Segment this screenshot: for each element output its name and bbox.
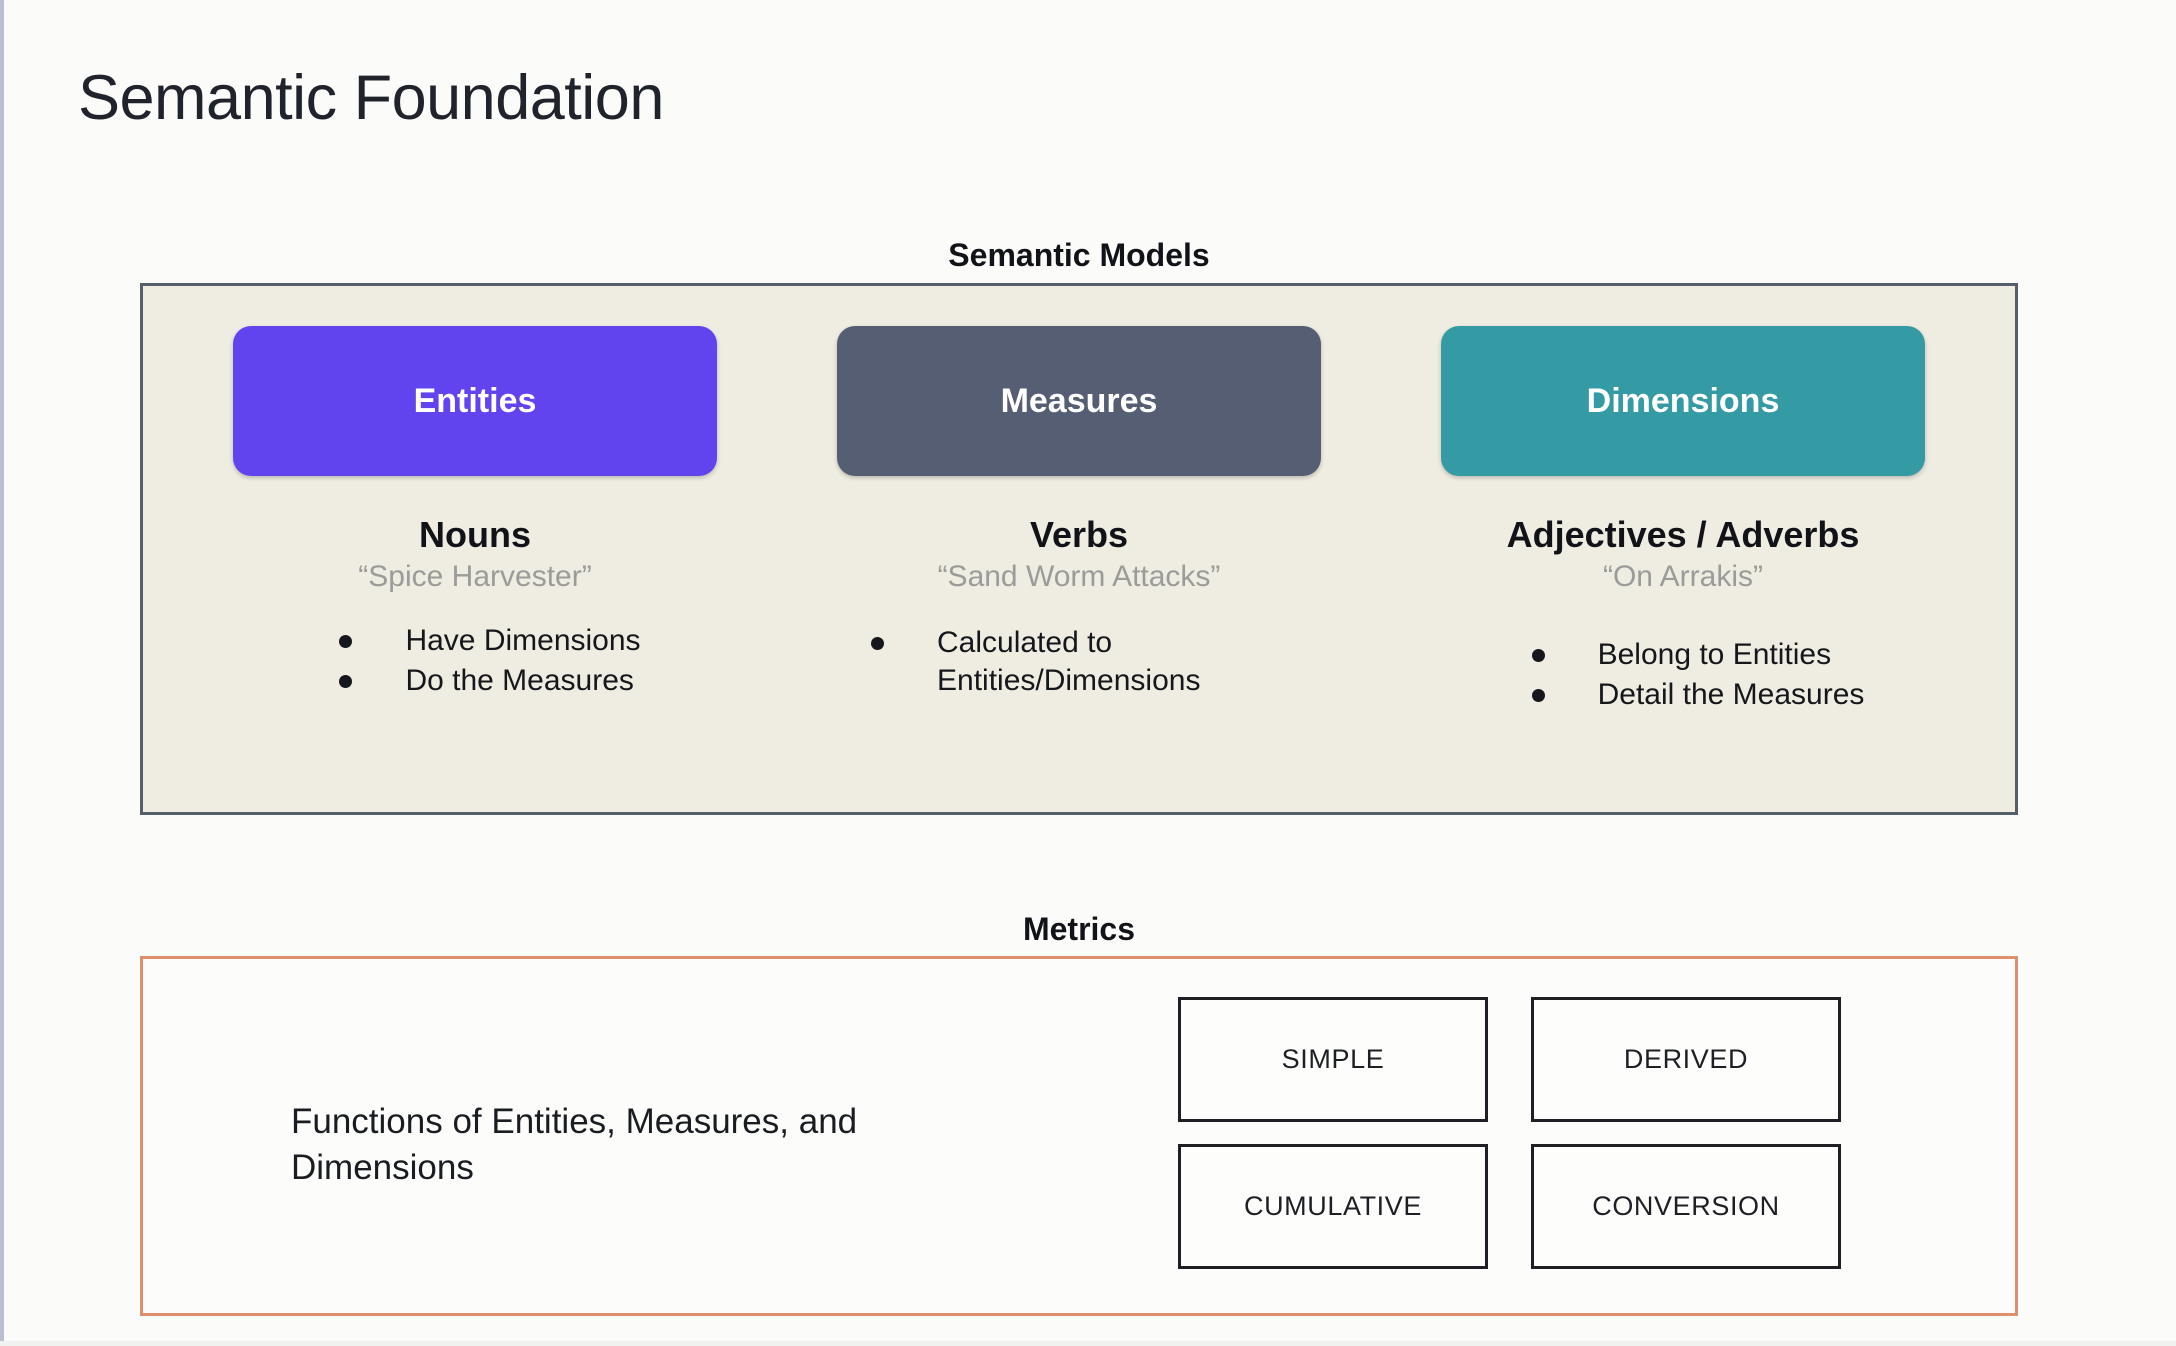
bullet-dot-icon [339, 635, 353, 648]
bullet-dot-icon [339, 674, 353, 688]
metric-type-conversion[interactable]: CONVERSION [1531, 1144, 1841, 1269]
metric-type-cumulative[interactable]: CUMULATIVE [1178, 1144, 1488, 1269]
entities-example: “Spice Harvester” [358, 560, 592, 593]
list-item: Calculated to Entities/Dimensions [859, 624, 1299, 699]
semantic-column-dimensions: Dimensions Adjectives / Adverbs “On Arra… [1381, 326, 1985, 812]
metrics-description: Functions of Entities, Measures, and Dim… [291, 1102, 858, 1188]
bullet-dot-icon [871, 637, 884, 650]
bottom-edge-strip [0, 1341, 2176, 1346]
dimensions-pill[interactable]: Dimensions [1441, 326, 1925, 476]
metric-type-simple[interactable]: SIMPLE [1178, 997, 1488, 1122]
measures-bullet-list: Calculated to Entities/Dimensions [859, 624, 1299, 701]
list-item: Do the Measures [327, 662, 640, 700]
list-item: Belong to Entities [1520, 636, 1865, 674]
semantic-column-measures: Measures Verbs “Sand Worm Attacks” Calcu… [777, 326, 1381, 812]
list-item-label: Do the Measures [405, 663, 634, 697]
metrics-panel: Functions of Entities, Measures, and Dim… [140, 956, 2018, 1316]
semantic-models-heading: Semantic Models [948, 237, 1210, 273]
metrics-heading: Metrics [1022, 911, 1136, 947]
metric-type-derived[interactable]: DERIVED [1531, 997, 1841, 1122]
list-item-label: Calculated to Entities/Dimensions [937, 626, 1201, 697]
entities-part-of-speech: Nouns [419, 514, 531, 555]
measures-example: “Sand Worm Attacks” [937, 560, 1221, 593]
metric-type-grid: SIMPLE DERIVED CUMULATIVE CONVERSION [1178, 997, 1841, 1269]
dimensions-part-of-speech: Adjectives / Adverbs [1506, 514, 1860, 555]
bullet-dot-icon [1531, 649, 1545, 662]
bullet-dot-icon [1531, 688, 1545, 702]
list-item-label: Have Dimensions [405, 624, 641, 657]
measures-pill[interactable]: Measures [837, 326, 1321, 476]
list-item-label: Detail the Measures [1597, 677, 1865, 711]
list-item-label: Belong to Entities [1597, 638, 1832, 671]
list-item: Detail the Measures [1520, 676, 1865, 714]
semantic-models-columns: Entities Nouns “Spice Harvester” Have Di… [143, 286, 2015, 812]
list-item: Have Dimensions [327, 622, 641, 660]
entities-bullet-list: Have Dimensions Do the Measures [327, 622, 641, 701]
semantic-models-panel: Entities Nouns “Spice Harvester” Have Di… [140, 283, 2018, 815]
entities-pill[interactable]: Entities [233, 326, 717, 476]
measures-part-of-speech: Verbs [1029, 514, 1129, 555]
dimensions-bullet-list: Belong to Entities Detail the Measures [1520, 636, 1865, 715]
page-title: Semantic Foundation [78, 63, 664, 133]
left-edge-strip [0, 0, 4, 1346]
dimensions-example: “On Arrakis” [1602, 560, 1764, 593]
semantic-column-entities: Entities Nouns “Spice Harvester” Have Di… [173, 326, 777, 812]
